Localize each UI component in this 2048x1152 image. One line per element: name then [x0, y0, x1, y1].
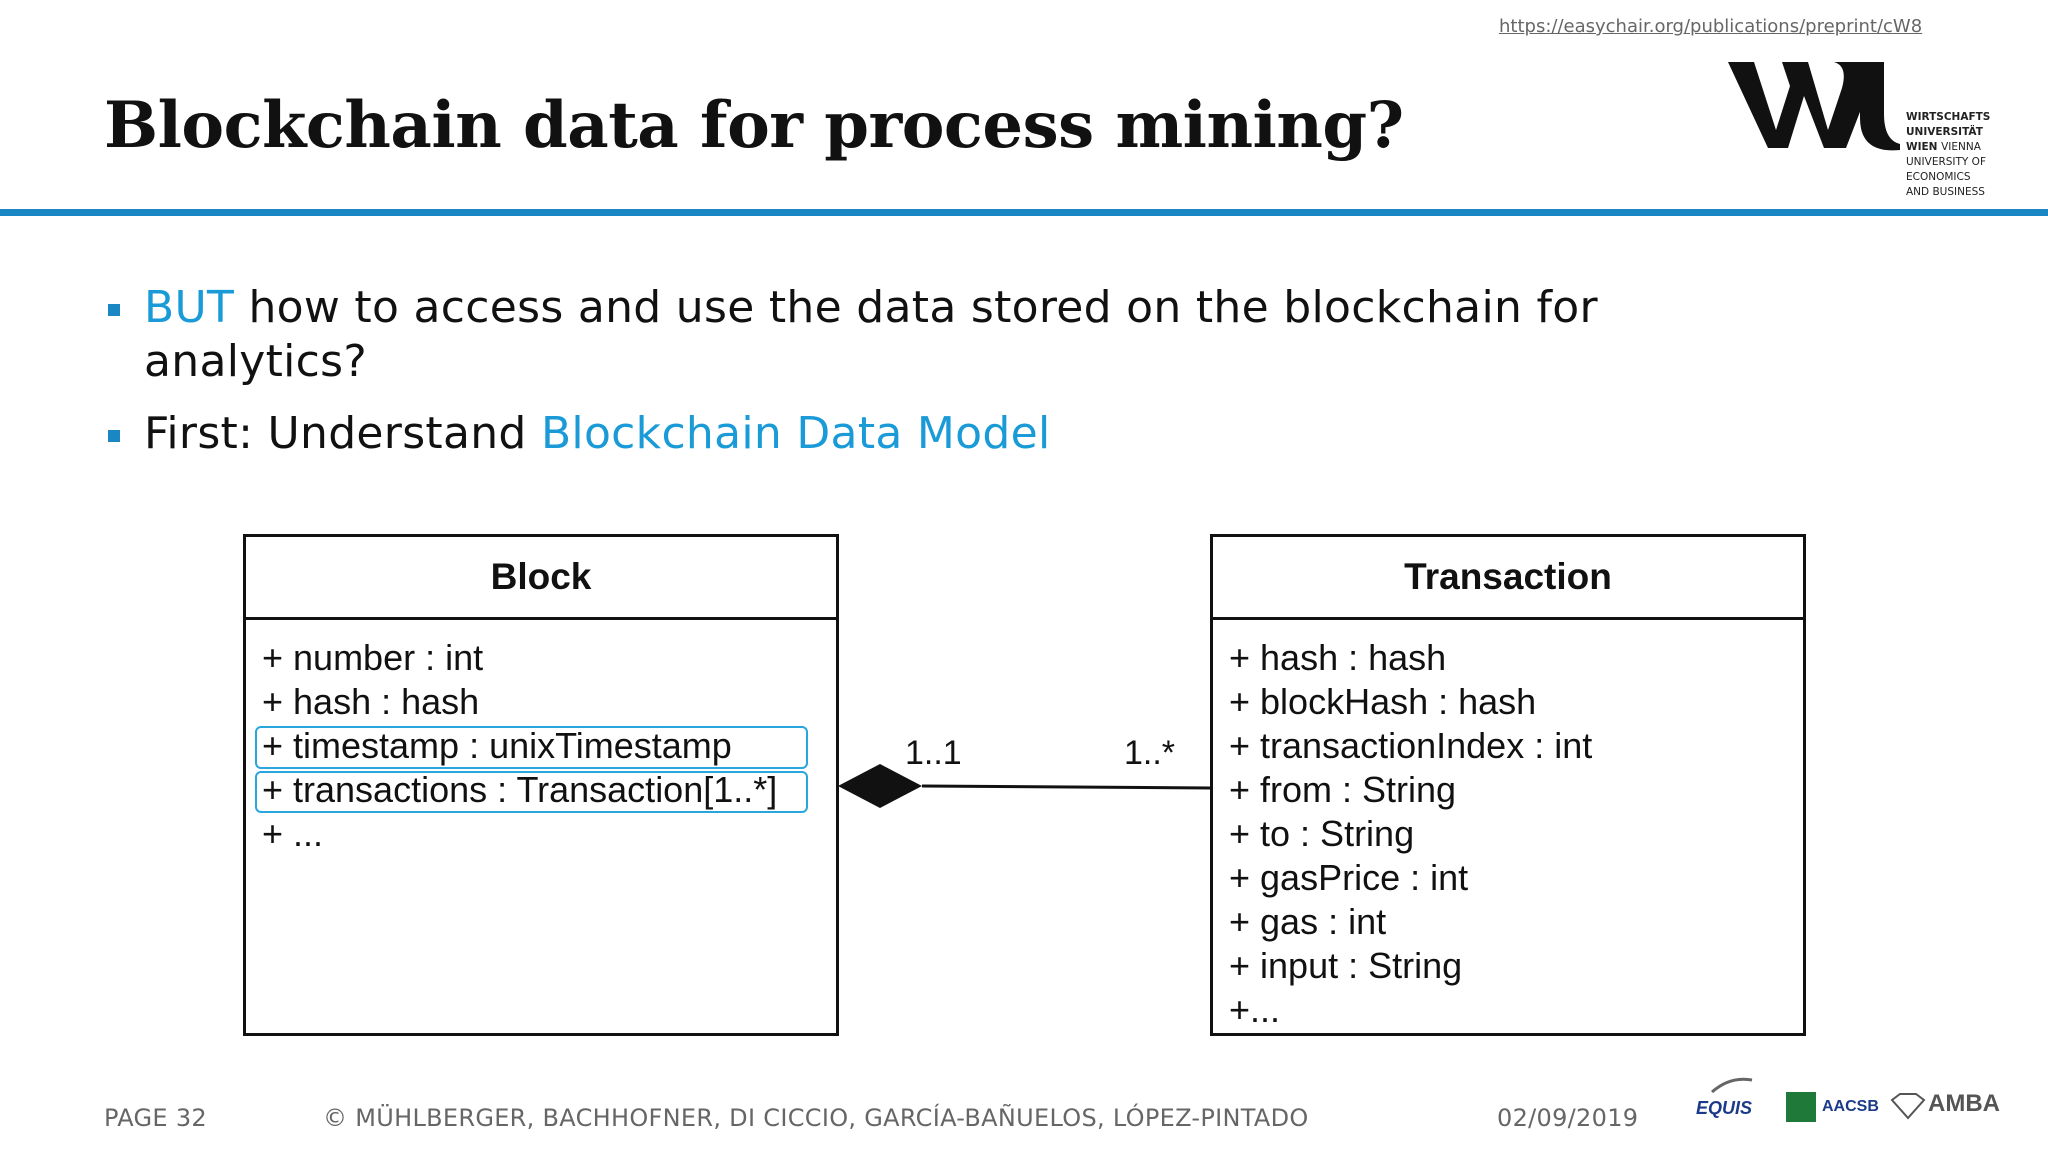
wu-mark-icon: [1728, 62, 1900, 151]
equis-swoosh-icon: [1711, 1077, 1753, 1094]
block-class-name: Block: [246, 537, 836, 620]
transaction-attr: + input : String: [1229, 945, 1463, 986]
bullet-1-line-1: BUT how to access and use the data store…: [144, 282, 1598, 333]
footer-authors: © MÜHLBERGER, BACHHOFNER, DI CICCIO, GAR…: [323, 1104, 1309, 1132]
transaction-attr: + blockHash : hash: [1229, 681, 1537, 722]
slide-title: Blockchain data for process mining?: [104, 88, 1404, 163]
multiplicity-transaction-end: 1..*: [1124, 734, 1176, 772]
transaction-attr: + transactionIndex : int: [1229, 725, 1593, 766]
source-url-link[interactable]: https://easychair.org/publications/prepr…: [1499, 16, 1923, 37]
transaction-class-box: Transaction + hash : hash + blockHash : …: [1210, 534, 1806, 1036]
block-attr-transactions: + transactions : Transaction[1..*]: [262, 769, 778, 810]
bullet-1-line-2: analytics?: [144, 336, 368, 387]
transaction-attr: + from : String: [1229, 769, 1457, 810]
highlight-transactions: [255, 771, 808, 813]
block-attr-more: + ...: [262, 813, 324, 854]
composition-association: [838, 764, 1211, 808]
transaction-attr: + to : String: [1229, 813, 1415, 854]
amba-logo: AMBA: [1928, 1090, 2000, 1117]
amba-diamond-icon: [1890, 1093, 1926, 1120]
block-attr-timestamp: + timestamp : unixTimestamp: [262, 725, 732, 766]
transaction-attr: + gasPrice : int: [1229, 857, 1469, 898]
page-number: PAGE 32: [104, 1104, 207, 1132]
association-line: [921, 784, 1211, 790]
wu-logo: WIRTSCHAFTS UNIVERSITÄT WIEN VIENNA UNIV…: [1724, 52, 2024, 202]
footer-date: 02/09/2019: [1497, 1104, 1639, 1132]
equis-logo: EQUIS: [1690, 1074, 1770, 1124]
block-attr-number: + number : int: [262, 637, 484, 678]
header-divider: [0, 209, 2048, 216]
multiplicity-block-end: 1..1: [905, 734, 962, 772]
transaction-attr: +...: [1229, 989, 1281, 1030]
bullet-marker: [108, 430, 120, 442]
aacsb-logo: AACSB: [1822, 1098, 1879, 1115]
block-class-box: Block + number : int + hash : hash + tim…: [243, 534, 839, 1036]
block-attr-hash: + hash : hash: [262, 681, 480, 722]
transaction-attr: + hash : hash: [1229, 637, 1447, 678]
aacsb-mark-icon: [1786, 1092, 1816, 1122]
transaction-class-name: Transaction: [1213, 537, 1803, 620]
bullet-2: First: Understand Blockchain Data Model: [144, 408, 1051, 459]
transaction-attr: + gas : int: [1229, 901, 1387, 942]
wu-logo-text: WIRTSCHAFTS UNIVERSITÄT WIEN VIENNA UNIV…: [1906, 111, 1991, 198]
bullet-marker: [108, 304, 120, 316]
highlight-timestamp: [255, 726, 808, 769]
composition-diamond-icon: [838, 764, 922, 808]
